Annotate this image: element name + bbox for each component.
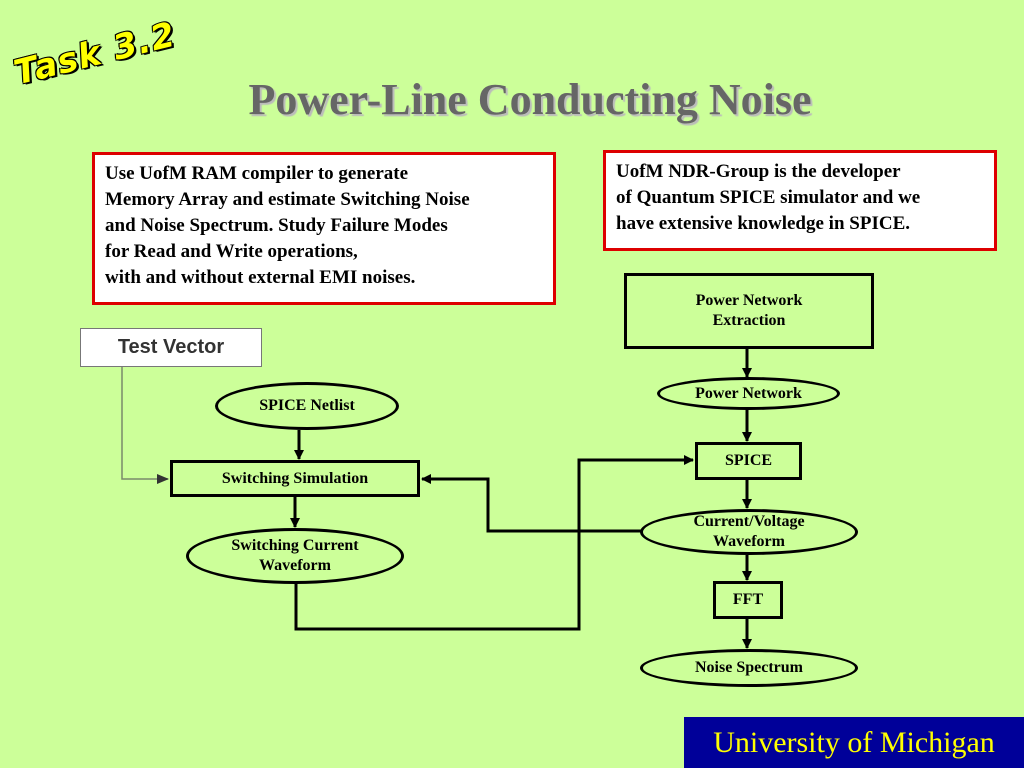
power-network-extraction-node: Power Network Extraction [624, 273, 874, 349]
power-network-node: Power Network [657, 377, 840, 410]
connector-current-voltage-to-switching-simulation [421, 474, 642, 533]
university-footer: University of Michigan [684, 717, 1024, 768]
power-network-extraction-line: Power Network [695, 292, 803, 309]
connector-test-vector-to-switching-simulation [121, 367, 169, 484]
spice-netlist-label: SPICE Netlist [259, 397, 355, 414]
power-network-extraction-label: Power Network Extraction [696, 291, 803, 331]
left-note-line: Memory Array and estimate Switching Nois… [105, 189, 470, 210]
noise-spectrum-node: Noise Spectrum [640, 649, 858, 687]
switching-current-label: Switching Current Waveform [231, 536, 358, 576]
right-note-line: UofM NDR-Group is the developer [616, 161, 901, 182]
fft-node: FFT [713, 581, 783, 619]
left-note-line: with and without external EMI noises. [105, 267, 416, 288]
slide-title: Power-Line Conducting Noise [248, 75, 812, 124]
left-note-line: and Noise Spectrum. Study Failure Modes [105, 215, 448, 236]
right-note-line: have extensive knowledge in SPICE. [616, 213, 910, 234]
noise-spectrum-label: Noise Spectrum [695, 659, 803, 676]
spice-netlist-node: SPICE Netlist [215, 382, 399, 430]
left-note-box: Use UofM RAM compiler to generate Memory… [92, 152, 556, 305]
left-note-line: for Read and Write operations, [105, 241, 358, 262]
spice-node: SPICE [695, 442, 802, 480]
switching-current-node: Switching Current Waveform [186, 528, 404, 584]
right-note-line: of Quantum SPICE simulator and we [616, 187, 921, 208]
switching-current-line: Switching Current [231, 537, 359, 554]
right-note-box: UofM NDR-Group is the developer of Quant… [603, 150, 997, 251]
current-voltage-line: Waveform [713, 533, 785, 550]
test-vector-box: Test Vector [80, 328, 262, 367]
current-voltage-node: Current/Voltage Waveform [640, 509, 858, 555]
switching-simulation-label: Switching Simulation [221, 469, 369, 487]
current-voltage-label: Current/Voltage Waveform [693, 512, 804, 552]
current-voltage-line: Current/Voltage [693, 513, 805, 530]
fft-label: FFT [732, 591, 764, 608]
switching-simulation-node: Switching Simulation [170, 460, 420, 497]
spice-label: SPICE [724, 452, 773, 469]
left-note-line: Use UofM RAM compiler to generate [105, 163, 409, 184]
switching-current-line: Waveform [259, 557, 331, 574]
power-network-extraction-line: Extraction [712, 312, 786, 329]
power-network-label: Power Network [695, 384, 802, 402]
